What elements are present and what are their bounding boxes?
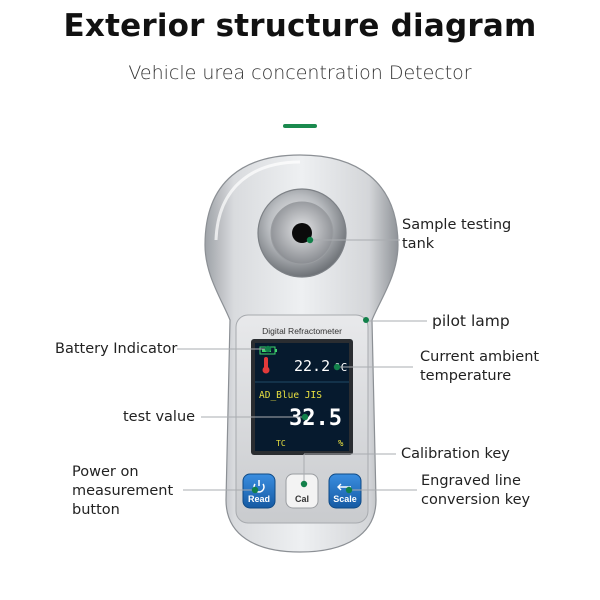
label-power: Power on measurement button — [72, 464, 174, 518]
read-button-label: Read — [248, 494, 270, 504]
lcd-mode: AD_Blue JIS — [259, 390, 322, 401]
lcd-tc: TC — [276, 439, 286, 448]
lcd-temperature: 22.2 — [294, 357, 330, 375]
lcd-reading: 32.5 — [289, 406, 342, 431]
scale-button-label: Scale — [333, 494, 357, 504]
title-accent-bar — [283, 124, 317, 128]
label-ambient: Current ambient temperature — [420, 349, 540, 384]
page-subtitle: Vehicle urea concentration Detector — [128, 62, 472, 84]
marker-sample-tank — [306, 236, 314, 244]
marker-power — [251, 486, 259, 494]
pilot-lamp — [363, 317, 369, 323]
marker-engraved — [345, 486, 353, 494]
label-pilot-lamp: pilot lamp — [432, 312, 510, 330]
read-button[interactable]: Read — [242, 473, 276, 509]
panel-label: Digital Refractometer — [262, 326, 342, 336]
label-engraved: Engraved line conversion key — [421, 473, 531, 508]
lcd-screen — [255, 343, 349, 451]
scale-button[interactable]: Scale — [328, 473, 362, 509]
thermometer-icon — [262, 357, 270, 374]
callout-markers — [251, 236, 353, 494]
marker-calibration — [300, 480, 308, 488]
sample-tank-prism — [292, 223, 312, 243]
device-body-highlight — [214, 160, 301, 241]
cal-button-label: Cal — [295, 494, 309, 504]
label-battery: Battery Indicator — [55, 341, 178, 357]
power-icon — [253, 483, 265, 493]
marker-ambient — [333, 363, 341, 371]
callout-lines — [177, 239, 427, 491]
page-title: Exterior structure diagram — [63, 8, 537, 44]
label-sample-tank: Sample testing tank — [402, 217, 512, 252]
marker-test-value — [301, 413, 309, 421]
label-calibration: Calibration key — [401, 446, 510, 462]
marker-battery — [264, 345, 272, 353]
lcd-unit: % — [338, 439, 344, 449]
label-test-value: test value — [123, 409, 196, 425]
cal-button[interactable]: Cal — [285, 473, 319, 509]
